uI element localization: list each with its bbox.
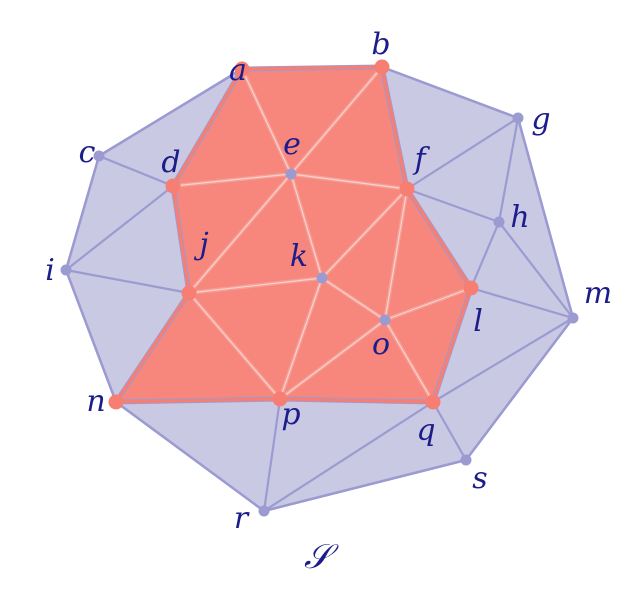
vertex-label-n: n (86, 384, 105, 419)
highlighted-region (115, 66, 472, 403)
vertex-label-a: a (229, 53, 247, 88)
vertices (60, 59, 579, 517)
vertex-q (425, 394, 441, 410)
outer-edge-gh (497, 116, 520, 224)
outer-edges (64, 65, 575, 513)
highlighted-edge-core-fk (321, 188, 408, 279)
vertex-label-d: d (161, 145, 180, 180)
highlighted-edge-core-ae (241, 68, 292, 175)
outer-edge-pr (262, 397, 282, 513)
vertex-label-k: k (290, 239, 308, 274)
outer-edge-bg (380, 65, 520, 120)
highlighted-edge-core-de (172, 173, 292, 187)
highlighted-edge-core-jp (188, 292, 281, 400)
highlighted-edge-core-ko (321, 277, 386, 321)
vertex-d (165, 178, 181, 194)
vertex-label-o: o (372, 327, 390, 362)
highlighted-edge-core-op (279, 319, 386, 400)
highlighted-boundary (114, 65, 473, 404)
vertex-g (512, 112, 524, 124)
vertex-a (234, 61, 250, 77)
highlighted-edge-core-be (290, 66, 383, 175)
vertex-l (463, 280, 479, 296)
vertex-label-g: g (531, 102, 550, 137)
vertex-label-r: r (234, 501, 250, 536)
highlighted-edge-core-jk (188, 277, 323, 294)
outer-edge-ij (64, 268, 191, 295)
outer-edge-di (64, 184, 175, 272)
vertex-r (258, 505, 270, 517)
vertex-label-c: c (79, 135, 96, 170)
vertex-m (567, 312, 579, 324)
outer-edge-qm (431, 316, 575, 404)
outer-edge-sm (464, 316, 575, 462)
highlighted-edges (113, 64, 474, 405)
highlighted-edge-core-ef (290, 173, 408, 190)
outer-edge-lm (469, 286, 575, 320)
outer-edge-fh (405, 187, 501, 224)
vertex-j (181, 285, 197, 301)
vertex-label-i: i (45, 253, 55, 288)
vertex-label-b: b (371, 27, 390, 62)
outer-edge-hl (469, 220, 501, 290)
highlighted-edge-core-ej (188, 173, 292, 294)
outer-edge-gm (516, 116, 575, 320)
vertex-p (272, 391, 288, 407)
vertex-label-e: e (283, 127, 301, 162)
outer-edge-nr (114, 400, 266, 513)
vertex-s (460, 454, 472, 466)
vertex-b (374, 59, 390, 75)
vertex-h (493, 216, 505, 228)
highlighted-edge-core-ek (290, 173, 323, 279)
highlighted-edge-core-kp (279, 277, 323, 400)
outer-edge-ci (64, 154, 101, 272)
outer-edge-qs (431, 400, 468, 462)
outer-edge-rs (262, 458, 468, 513)
vertex-label-q: q (416, 413, 435, 448)
vertex-n (108, 394, 124, 410)
highlighted-edge-core-oq (384, 319, 434, 403)
set-label: 𝒮 (304, 537, 339, 577)
vertex-label-l: l (473, 304, 483, 339)
outer-edge-rq (262, 400, 435, 513)
vertex-label-h: h (510, 200, 529, 235)
vertex-label-p: p (281, 397, 300, 432)
vertex-label-s: s (472, 461, 487, 496)
highlighted-edge-core-fo (384, 188, 408, 321)
outer-edge-hm (497, 220, 575, 320)
vertex-i (60, 264, 72, 276)
outer-edge-in (64, 268, 118, 404)
highlighted-edge-core-lo (384, 287, 472, 321)
outer-edge-ac (97, 67, 244, 158)
vertex-c (93, 150, 105, 162)
vertex-o (379, 314, 391, 326)
outer-edge-fg (405, 116, 520, 191)
vertex-f (399, 181, 415, 197)
outer-edge-cd (97, 154, 175, 188)
vertex-label-m: m (584, 276, 612, 311)
vertex-e (285, 168, 297, 180)
vertex-k (316, 272, 328, 284)
